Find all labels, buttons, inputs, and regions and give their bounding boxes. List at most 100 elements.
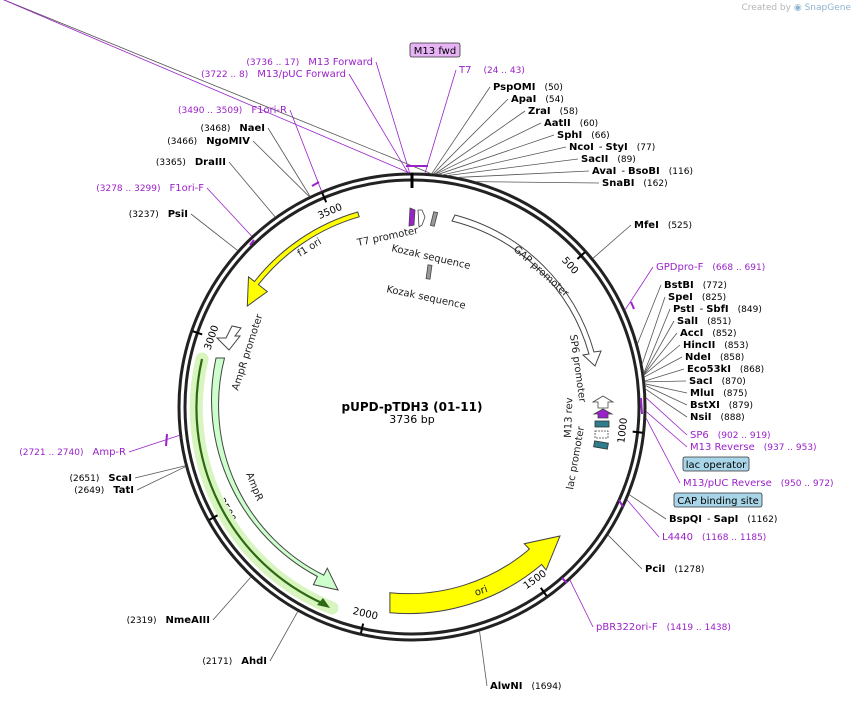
leader-line: [636, 284, 662, 345]
cap-site-box-text: CAP binding site: [677, 496, 759, 507]
ampr-label: AmpR: [243, 471, 264, 503]
lac-operator-box: [682, 456, 750, 472]
lac-promoter-arrow[interactable]: [594, 430, 609, 439]
enzyme-zrai[interactable]: ZraI(58): [528, 106, 578, 117]
primer-pbr322ori-f[interactable]: pBR322ori-F(1419 .. 1438): [596, 622, 731, 633]
leader-line: [228, 161, 276, 218]
enzyme-nmeaiii[interactable]: (2319)NmeAIII: [127, 615, 210, 626]
leader-line: [134, 465, 186, 479]
primer-m13-reverse[interactable]: M13 Reverse(937 .. 953): [690, 442, 817, 453]
primer-gpdpro-f[interactable]: GPDpro-F(668 .. 691): [656, 262, 765, 273]
leader-line: [267, 127, 311, 197]
enzyme-sacii[interactable]: SacII(89): [581, 154, 636, 165]
lac-operator-bar[interactable]: [594, 420, 610, 428]
ruler-tick: [208, 514, 219, 521]
enzyme-pcii[interactable]: PciI(1278): [645, 564, 704, 575]
enzyme-sali[interactable]: SalI(851): [677, 316, 731, 327]
primer-f1ori-f[interactable]: (3278 .. 3299)F1ori-F: [96, 183, 204, 194]
primer-m13puc-reverse[interactable]: M13/pUC Reverse(950 .. 972): [683, 478, 834, 489]
enzyme-avai[interactable]: AvaI-BsoBI(116): [592, 166, 693, 177]
leader-line: [3, 0, 410, 174]
enzyme-draiii[interactable]: (3365)DraIII: [156, 157, 226, 168]
kozak-bar-2[interactable]: [425, 264, 433, 280]
primer-sp6[interactable]: SP6(902 .. 919): [690, 430, 771, 441]
enzyme-nsii[interactable]: NsiI(888): [690, 412, 745, 423]
leader-line: [252, 140, 310, 197]
enzyme-bstbi[interactable]: BstBI(772): [664, 280, 727, 291]
gap-promoter-arrow[interactable]: [451, 214, 602, 367]
enzyme-snabi[interactable]: SnaBI(162): [602, 178, 668, 189]
m13-rev-arrow[interactable]: [592, 408, 614, 419]
l4440-tick: [618, 499, 624, 508]
enzyme-ncoi[interactable]: NcoI-StyI(77): [569, 142, 655, 153]
ruler-tick: [539, 587, 548, 597]
leader-line: [434, 110, 526, 175]
primer-l4440[interactable]: L4440(1168 .. 1185): [662, 532, 766, 543]
enzyme-spei[interactable]: SpeI(825): [668, 292, 726, 303]
leader-line: [435, 122, 542, 175]
enzyme-naei[interactable]: (3468)NaeI: [200, 123, 265, 134]
primer-ticks: [165, 165, 643, 584]
m13-fwd-box: [409, 42, 461, 58]
kozak-bar-1[interactable]: [429, 211, 439, 227]
leader-line: [431, 86, 491, 175]
enzyme-bspqi[interactable]: BspQI-SapI(1162): [669, 514, 777, 525]
leader-line: [348, 73, 409, 174]
enzyme-bstxi[interactable]: BstXI(879): [690, 400, 753, 411]
enzyme-pspomi[interactable]: PspOMI(50): [493, 82, 563, 93]
leader-line: [643, 356, 683, 378]
leader-line: [626, 499, 660, 538]
enzyme-scai[interactable]: (2651)ScaI: [69, 473, 132, 484]
kozak-arrow[interactable]: [417, 209, 426, 228]
leader-line: [644, 380, 687, 383]
ampr-ori-arrowhead: [317, 598, 330, 608]
leader-line: [644, 383, 688, 394]
enzyme-aatii[interactable]: AatII(60): [544, 118, 598, 129]
enzyme-eco53ki[interactable]: Eco53kI(868): [687, 364, 764, 375]
ampr-promoter-label: AmpR promoter: [230, 312, 265, 392]
primer-m13puc-forward[interactable]: (3722 .. 8)M13/pUC Forward: [201, 69, 346, 80]
primer-f1ori-r[interactable]: (3490 .. 3509)F1ori-R: [178, 105, 287, 116]
cap-site-bar[interactable]: [593, 440, 609, 450]
f1ori-r-tick: [311, 181, 320, 187]
enzyme-acci[interactable]: AccI(852): [680, 328, 737, 339]
primer-t7[interactable]: T7(24 .. 43): [458, 65, 525, 76]
enzyme-ngomiv[interactable]: (3466)NgoMIV: [167, 136, 250, 147]
enzyme-saci[interactable]: SacI(870): [689, 376, 746, 387]
leader-line: [624, 266, 654, 311]
leader-line: [644, 385, 688, 406]
ampr-promoter-arrow[interactable]: [215, 325, 242, 351]
enzyme-labels: PspOMI(50) ApaI(54) ZraI(58) AatII(60) S…: [69, 82, 777, 692]
enzyme-ahdi[interactable]: (2171)AhdI: [202, 656, 267, 667]
f1-ori-arrow[interactable]: [246, 211, 360, 308]
ampr-arrow[interactable]: [211, 357, 339, 591]
leader-line: [446, 158, 579, 177]
enzyme-mlui[interactable]: MluI(875): [690, 388, 747, 399]
enzyme-alwni[interactable]: AlwNI(1694): [490, 681, 561, 692]
enzyme-sphi[interactable]: SphI(66): [557, 130, 610, 141]
enzyme-tati[interactable]: (2649)TatI: [74, 485, 134, 496]
primer-amp-r[interactable]: (2721 .. 2740)Amp-R: [19, 447, 126, 458]
enzyme-psti[interactable]: PstI-SbfI(849): [673, 304, 762, 315]
enzyme-mfei[interactable]: MfeI(525): [634, 220, 692, 231]
leader-line: [457, 170, 590, 178]
enzyme-hincii[interactable]: HincII(853): [683, 340, 749, 351]
ruler-label: 500: [559, 255, 580, 277]
leader-line: [569, 579, 594, 628]
leader-line: [643, 308, 671, 374]
ori-arrow[interactable]: [389, 535, 561, 615]
sp6-promoter-arrow[interactable]: [591, 395, 615, 409]
kozak-label-2: Kozak sequence: [385, 284, 466, 312]
plasmid-name: pUPD-pTDH3 (01-11): [342, 400, 483, 414]
leader-line: [645, 388, 688, 418]
enzyme-apai[interactable]: ApaI(54): [511, 94, 564, 105]
t7-promoter-arrow[interactable]: [408, 207, 416, 227]
leader-line: [206, 187, 253, 237]
leader-line: [645, 411, 688, 448]
enzyme-ndei[interactable]: NdeI(858): [685, 352, 744, 363]
created-by-branding: Created by ◉ SnapGene: [741, 3, 851, 13]
leader-line: [432, 98, 509, 175]
leader-line: [607, 534, 643, 570]
enzyme-psii[interactable]: (3237)PsiI: [129, 209, 188, 220]
primer-m13-forward[interactable]: (3736 .. 17)M13 Forward: [246, 57, 373, 68]
